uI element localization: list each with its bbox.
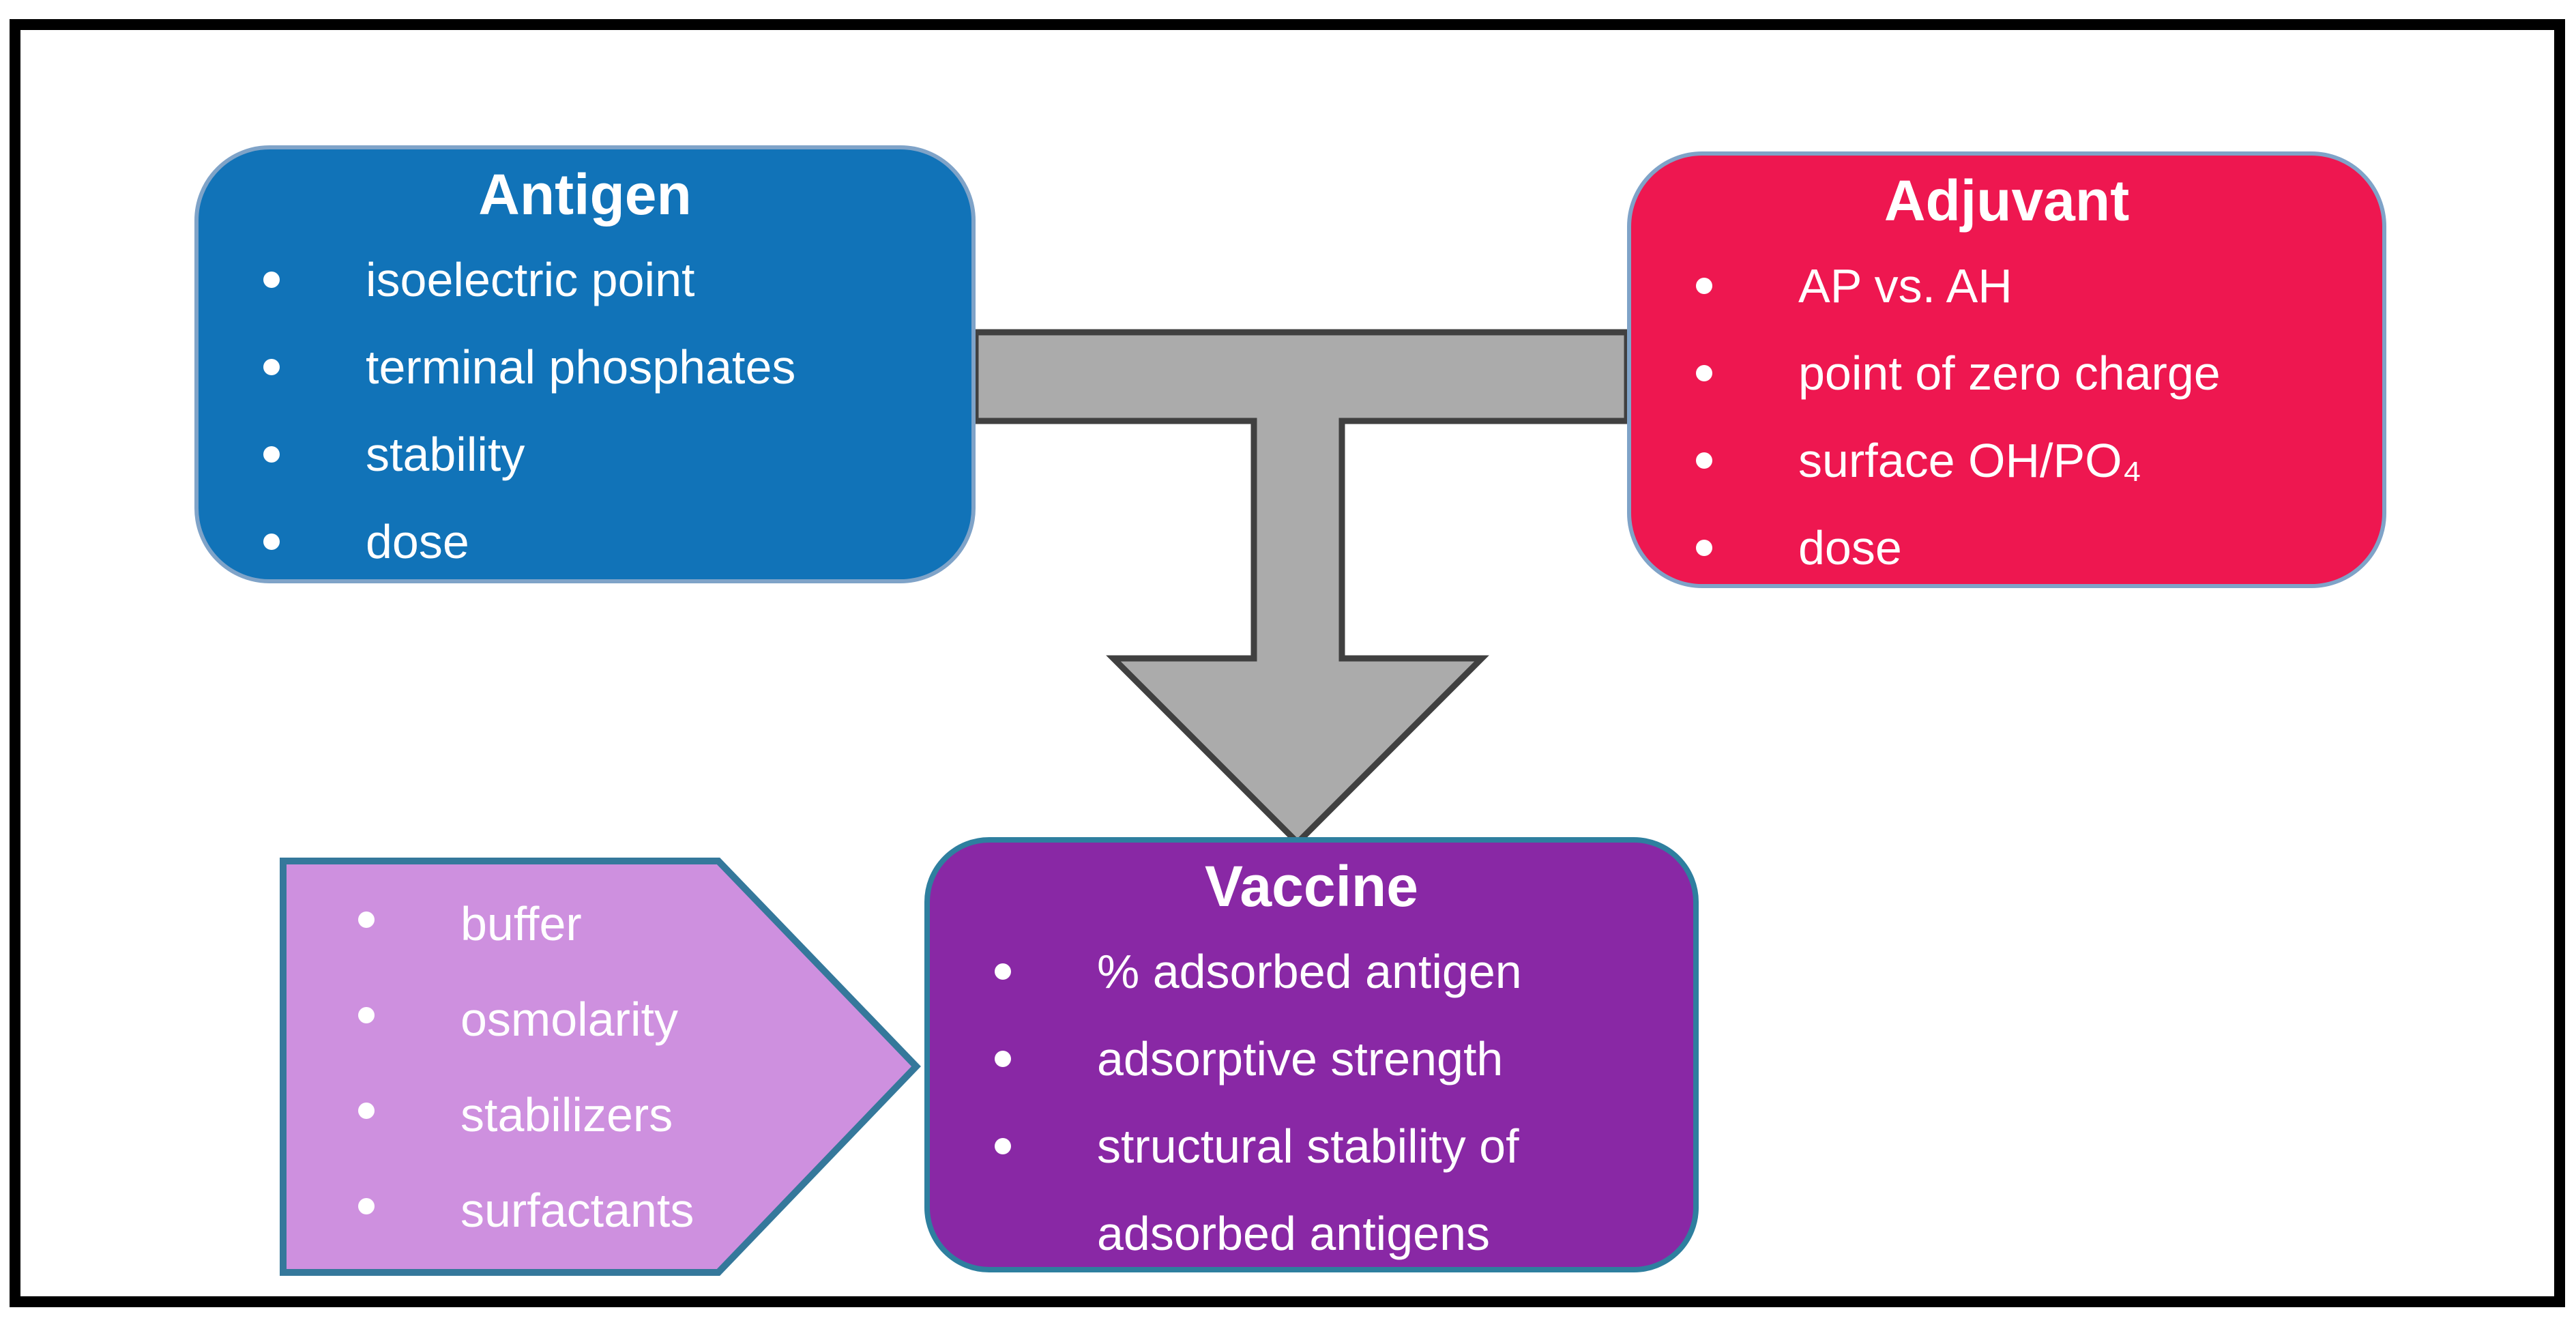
adjuvant-bullet: point of zero charge: [1696, 330, 2362, 417]
antigen-bullet: dose: [263, 498, 951, 585]
antigen-bullet: isoelectric point: [263, 236, 951, 323]
formulation-box: buffer osmolarity stabilizers surfactant…: [283, 861, 774, 1272]
vaccine-bullet-list: % adsorbed antigen adsorptive strength s…: [930, 928, 1693, 1277]
adjuvant-bullet-list: AP vs. AH point of zero charge surface O…: [1631, 242, 2382, 592]
merge-arrow-shape: [972, 329, 1630, 847]
antigen-bullet: terminal phosphates: [263, 323, 951, 411]
formulation-bullet: stabilizers: [358, 1067, 761, 1163]
adjuvant-bullet: AP vs. AH: [1696, 242, 2362, 330]
antigen-bullet-list: isoelectric point terminal phosphates st…: [199, 236, 971, 585]
vaccine-box: Vaccine % adsorbed antigen adsorptive st…: [924, 837, 1699, 1272]
outer-frame: [10, 19, 2565, 1307]
formulation-bullet: surfactants: [358, 1163, 761, 1258]
vaccine-bullet: adsorptive strength: [995, 1015, 1673, 1103]
formulation-pentagon-shape: [280, 858, 921, 1276]
antigen-title: Antigen: [478, 162, 692, 227]
formulation-bullet: osmolarity: [358, 972, 761, 1067]
formulation-bullet-list: buffer osmolarity stabilizers surfactant…: [283, 876, 774, 1258]
adjuvant-box: Adjuvant AP vs. AH point of zero charge …: [1627, 151, 2386, 588]
vaccine-bullet: structural stability of adsorbed antigen…: [995, 1103, 1673, 1277]
vaccine-bullet: % adsorbed antigen: [995, 928, 1673, 1015]
adjuvant-title: Adjuvant: [1884, 169, 2130, 233]
antigen-box: Antigen isoelectric point terminal phosp…: [194, 145, 976, 583]
adjuvant-bullet: dose: [1696, 504, 2362, 592]
formulation-bullet: buffer: [358, 876, 761, 972]
antigen-bullet: stability: [263, 411, 951, 498]
adjuvant-bullet: surface OH/PO₄: [1696, 417, 2362, 504]
vaccine-title: Vaccine: [1205, 854, 1418, 918]
